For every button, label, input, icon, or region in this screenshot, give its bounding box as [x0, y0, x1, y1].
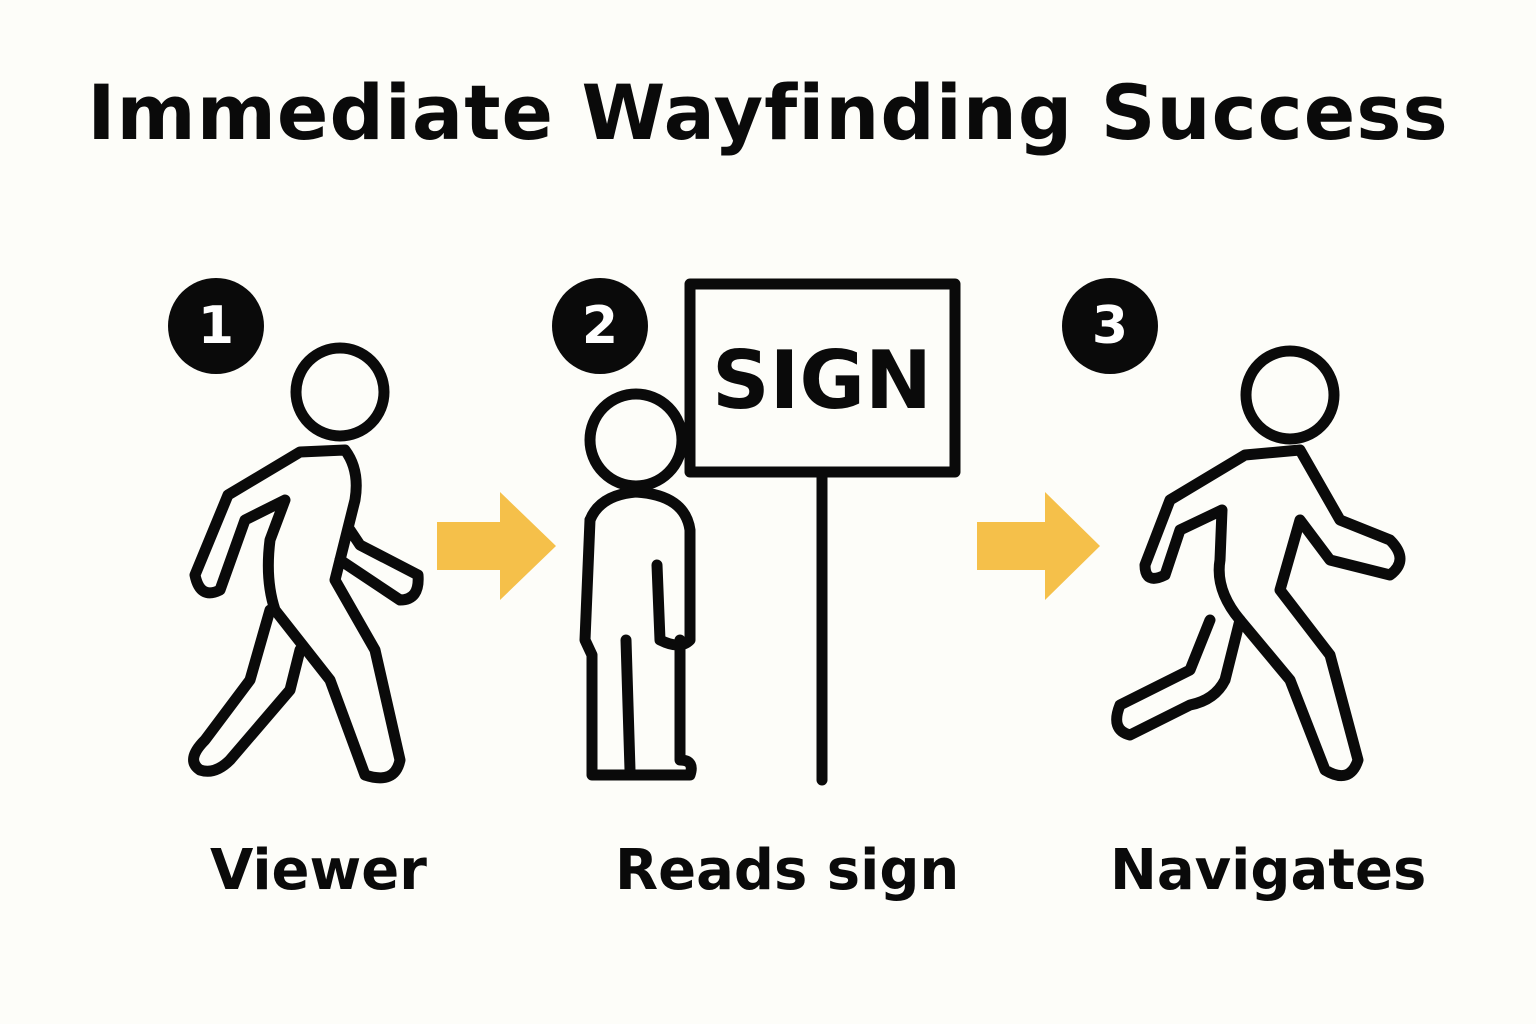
standing-person-icon	[579, 388, 697, 781]
step-3-badge: 3	[1062, 278, 1158, 374]
sign-board-icon	[684, 278, 961, 786]
step-1-label: Viewer	[210, 838, 427, 903]
step-3-label: Navigates	[1110, 838, 1427, 903]
walking-person-icon	[188, 342, 424, 784]
arrow-right-icon	[977, 492, 1100, 600]
arrow-right-icon	[437, 492, 556, 600]
step-2-label: Reads sign	[615, 838, 960, 903]
diagram-title: Immediate Wayfinding Success	[87, 68, 1449, 157]
step-2-badge: 2	[552, 278, 648, 374]
walking-person-icon	[1111, 345, 1406, 782]
sign-text: SIGN	[712, 334, 932, 427]
step-1-badge: 1	[168, 278, 264, 374]
